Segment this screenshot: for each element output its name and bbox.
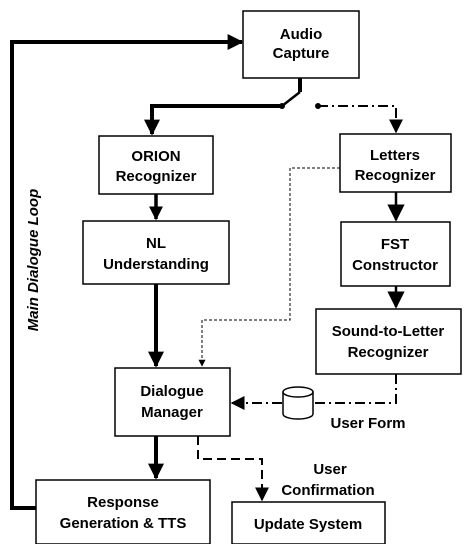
fst-constructor-box: FST Constructor bbox=[340, 221, 451, 287]
update-system-box: Update System bbox=[231, 501, 386, 544]
main-loop-label: Main Dialogue Loop bbox=[25, 189, 42, 332]
switch-to-letters-arrow bbox=[318, 105, 403, 134]
stl-label-line1: Sound-to-Letter bbox=[332, 323, 445, 340]
nl-understanding-box: NL Understanding bbox=[82, 220, 230, 285]
nlu-label-line2: Understanding bbox=[103, 256, 209, 273]
audio-capture-label-line1: Audio bbox=[280, 26, 323, 43]
letters-label-line1: Letters bbox=[370, 147, 420, 164]
letters-recognizer-box: Letters Recognizer bbox=[339, 133, 452, 193]
switch-blade bbox=[281, 91, 301, 107]
user-form-label: User Form bbox=[330, 415, 405, 432]
sound-to-letter-box: Sound-to-Letter Recognizer bbox=[315, 308, 462, 375]
switch-to-orion-arrow bbox=[144, 104, 282, 136]
response-label-line1: Response bbox=[87, 494, 159, 511]
dm-label-line2: Manager bbox=[141, 404, 203, 421]
letters-to-dm-dotted-arrow bbox=[198, 167, 340, 367]
response-label-line2: Generation & TTS bbox=[60, 515, 187, 532]
dialogue-manager-box: Dialogue Manager bbox=[114, 367, 231, 437]
dm-label-line1: Dialogue bbox=[140, 383, 203, 400]
main-loop-arrow bbox=[10, 34, 244, 510]
user-confirmation-line1: User bbox=[313, 461, 347, 478]
orion-recognizer-box: ORION Recognizer bbox=[98, 135, 214, 195]
stl-to-db-line bbox=[313, 374, 397, 404]
switch-contact bbox=[279, 103, 285, 109]
fst-label-line2: Constructor bbox=[352, 257, 438, 274]
fst-label-line1: FST bbox=[381, 236, 409, 253]
audio-capture-box: Audio Capture bbox=[242, 10, 360, 79]
response-generation-box: Response Generation & TTS bbox=[35, 479, 211, 544]
orion-label-line2: Recognizer bbox=[116, 168, 197, 185]
database-icon bbox=[282, 386, 314, 420]
user-confirmation-line2: Confirmation bbox=[281, 482, 374, 499]
letters-label-line2: Recognizer bbox=[355, 167, 436, 184]
stl-label-line2: Recognizer bbox=[348, 344, 429, 361]
audio-capture-label-line2: Capture bbox=[273, 45, 330, 62]
connectors bbox=[10, 34, 405, 510]
update-system-label: Update System bbox=[254, 516, 362, 533]
orion-label-line1: ORION bbox=[131, 148, 180, 165]
nlu-label-line1: NL bbox=[146, 235, 166, 252]
